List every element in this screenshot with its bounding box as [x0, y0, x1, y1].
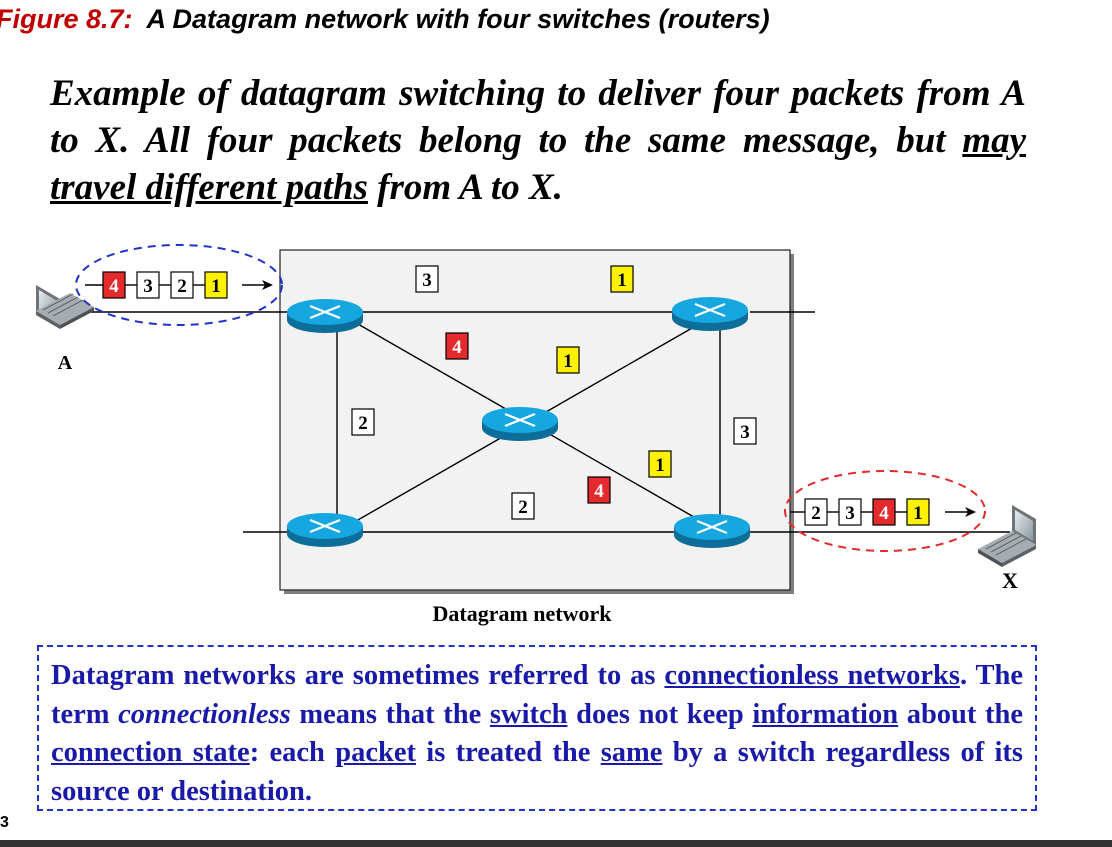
- path-packets: 3 1 4 1 2 3 1 4 2: [351, 265, 757, 520]
- note-s2: . The term: [51, 660, 1023, 730]
- packet-label: 4: [452, 337, 462, 358]
- figure-number: Figure 8.7:: [0, 4, 133, 34]
- note-i1: connectionless: [118, 698, 291, 730]
- switch-top-left: [287, 299, 363, 333]
- path-packet-9: 2: [511, 492, 535, 520]
- path-packet-8: 4: [587, 476, 611, 504]
- switch-bottom-left: [287, 513, 363, 547]
- note-s4: does not keep: [567, 698, 753, 730]
- network-label: Datagram network: [432, 601, 612, 626]
- bottom-bar: [0, 840, 1112, 847]
- note-s3: means that the: [290, 698, 490, 730]
- host-x-label: X: [1002, 568, 1018, 593]
- laptop-x-icon: [978, 505, 1036, 567]
- path-packet-7: 1: [648, 450, 672, 478]
- subtitle-part2: from A to X.: [367, 167, 563, 208]
- packet-label: 3: [740, 422, 750, 443]
- laptop-a-icon: [36, 285, 94, 329]
- note-u2: switch: [489, 698, 568, 730]
- note-s8: by a switch regardless of its source or …: [51, 737, 1023, 807]
- packet-label: 2: [358, 413, 368, 434]
- source-group-outline: [75, 244, 283, 326]
- note-s5: about the: [898, 698, 1024, 730]
- packet-label: 1: [617, 270, 627, 291]
- packet-label: 1: [655, 455, 665, 476]
- path-packet-4: 1: [556, 346, 580, 374]
- switch-bottom-right: [674, 514, 750, 548]
- note-s7: is treated the: [415, 737, 601, 768]
- packet-label: 4: [879, 503, 889, 524]
- figure-title: Figure 8.7: A Datagram network with four…: [0, 4, 770, 35]
- packet-label: 2: [177, 276, 187, 297]
- packet-label: 4: [594, 481, 604, 502]
- path-packet-6: 3: [733, 417, 757, 445]
- packet-label: 4: [109, 276, 119, 297]
- source-packet-2: 3: [136, 271, 160, 299]
- packet-label: 2: [811, 503, 821, 524]
- source-packet-group: 4 3 2 1: [75, 244, 283, 326]
- packet-label: 1: [913, 503, 923, 524]
- path-packet-2: 1: [610, 265, 634, 293]
- subtitle-underlined: may travel different paths: [50, 120, 1026, 208]
- switch-top-right: [672, 297, 748, 331]
- destination-group-outline: [784, 470, 986, 552]
- packet-label: 1: [563, 351, 573, 372]
- dest-packet-3: 4: [872, 498, 896, 526]
- note-u5: packet: [335, 737, 416, 768]
- packet-label: 2: [518, 497, 528, 518]
- source-packets: 4 3 2 1: [102, 271, 228, 299]
- packet-label: 3: [143, 276, 153, 297]
- path-packet-1: 3: [415, 265, 439, 293]
- note-u1: connectionless networks: [664, 660, 960, 691]
- note-s6: : each: [249, 737, 336, 768]
- subtitle: Example of datagram switching to deliver…: [50, 70, 1026, 211]
- subtitle-part1: Example of datagram switching to deliver…: [50, 73, 1026, 161]
- note-u4: connection state: [51, 737, 250, 768]
- destination-packet-group: 2 3 4 1: [784, 470, 986, 552]
- figure-title-text: A Datagram network with four switches (r…: [146, 4, 770, 34]
- source-packet-4: 1: [204, 271, 228, 299]
- dest-packet-2: 3: [838, 498, 862, 526]
- datagram-network-diagram: 4 3 2 1 2 3 4 1 3 1 4 1 2 3 1 4 2 A X Datagram network: [36, 244, 1036, 626]
- dest-packet-1: 2: [804, 498, 828, 526]
- source-packet-1: 4: [102, 271, 126, 299]
- note-s1: Datagram networks are sometimes referred…: [51, 660, 665, 691]
- packet-label: 1: [211, 276, 221, 297]
- packet-label: 3: [422, 270, 432, 291]
- note-u3: information: [752, 698, 899, 730]
- destination-packets: 2 3 4 1: [804, 498, 930, 526]
- source-packet-3: 2: [170, 271, 194, 299]
- note-u6: same: [600, 737, 663, 768]
- switch-center: [482, 407, 558, 441]
- slide-number: 3: [0, 814, 9, 831]
- path-packet-5: 2: [351, 408, 375, 436]
- host-a-label: A: [58, 352, 73, 374]
- dest-packet-4: 1: [906, 498, 930, 526]
- path-packet-3: 4: [445, 332, 469, 360]
- note-box: Datagram networks are sometimes referred…: [37, 645, 1037, 811]
- packet-label: 3: [845, 503, 855, 524]
